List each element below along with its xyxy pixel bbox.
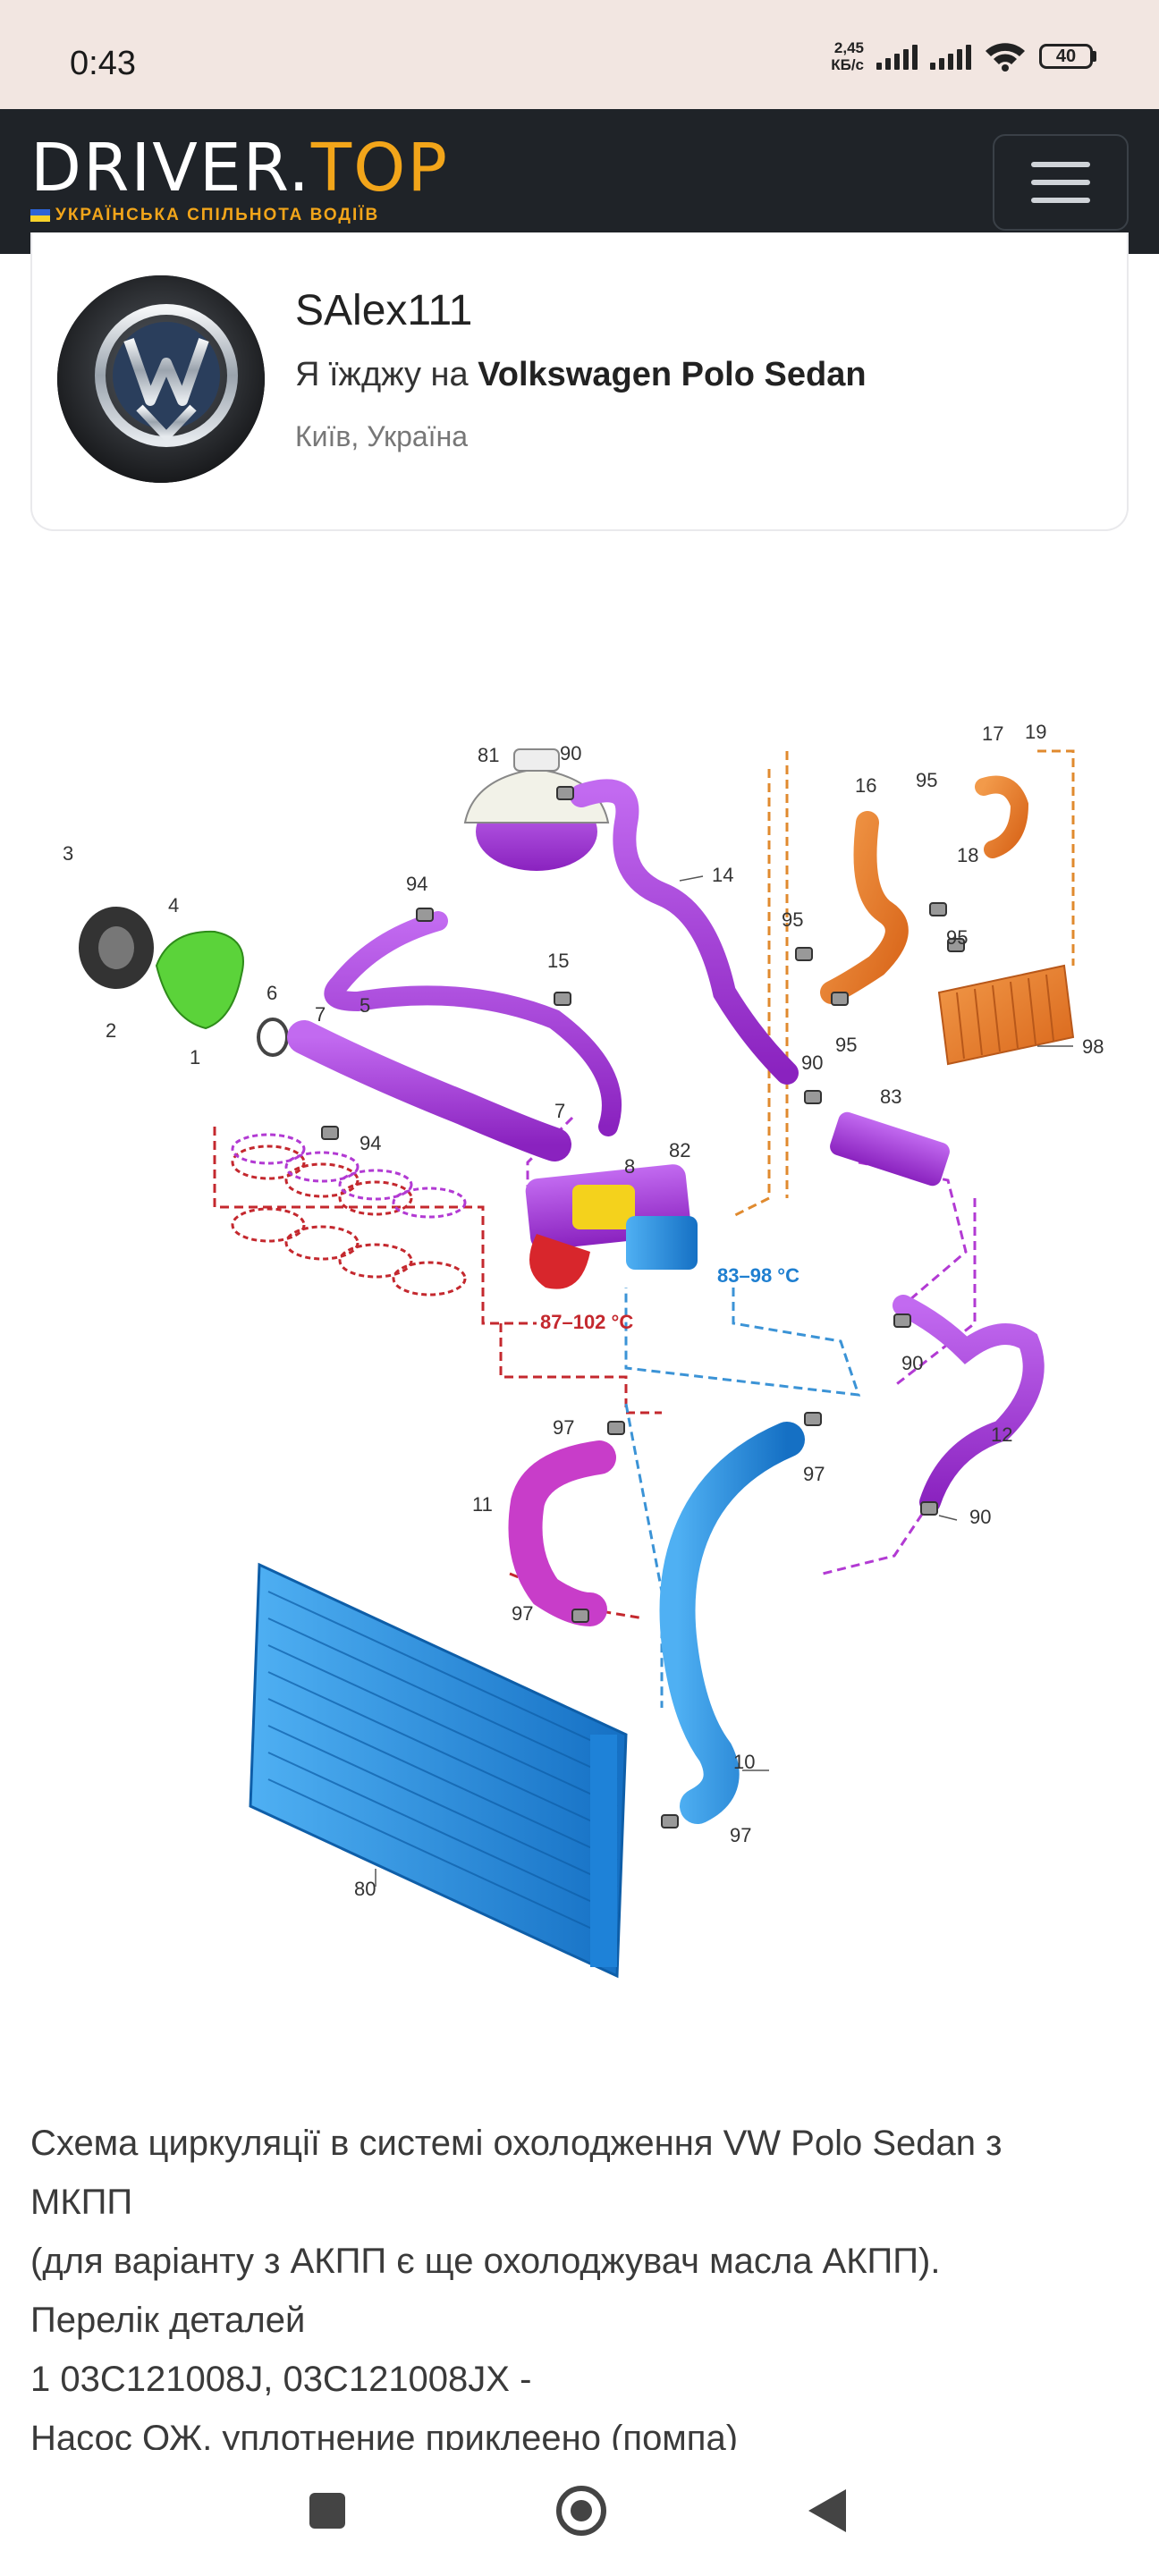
ukraine-flag-icon xyxy=(30,209,50,222)
svg-text:7: 7 xyxy=(315,1003,326,1026)
svg-text:19: 19 xyxy=(1025,721,1046,743)
svg-text:98: 98 xyxy=(1082,1035,1104,1058)
svg-text:15: 15 xyxy=(547,950,569,972)
svg-text:3: 3 xyxy=(63,842,73,865)
status-indicators: 2,45 КБ/с 40 xyxy=(831,39,1096,73)
hamburger-menu-button[interactable] xyxy=(993,134,1129,231)
svg-text:80: 80 xyxy=(354,1878,376,1900)
svg-text:82: 82 xyxy=(669,1139,690,1161)
svg-text:16: 16 xyxy=(855,774,876,797)
logo-wordmark: DRIVER.TOP xyxy=(30,130,449,207)
wifi-icon xyxy=(986,43,1025,72)
vw-logo-icon xyxy=(57,275,265,483)
svg-text:6: 6 xyxy=(266,982,277,1004)
svg-text:10: 10 xyxy=(733,1751,755,1773)
profile-car: Я їжджу на Volkswagen Polo Sedan xyxy=(295,356,867,393)
status-bar: 0:43 2,45 КБ/с 40 xyxy=(0,0,1159,109)
avatar[interactable] xyxy=(57,275,265,483)
svg-text:1: 1 xyxy=(190,1046,200,1068)
svg-text:94: 94 xyxy=(406,873,427,895)
svg-text:97: 97 xyxy=(730,1824,751,1846)
svg-text:17: 17 xyxy=(982,722,1003,745)
recent-apps-button[interactable] xyxy=(309,2493,345,2529)
hot-temperature-label: 87–102 °C xyxy=(540,1311,633,1333)
cooling-system-diagram: 1 2 3 4 5 6 7 7 8 10 11 12 14 15 16 17 1… xyxy=(63,721,1104,1979)
svg-text:90: 90 xyxy=(901,1352,923,1374)
svg-text:95: 95 xyxy=(835,1034,857,1056)
svg-text:12: 12 xyxy=(991,1423,1012,1446)
svg-text:95: 95 xyxy=(946,926,968,949)
svg-text:11: 11 xyxy=(472,1493,493,1516)
svg-text:81: 81 xyxy=(478,744,499,766)
article-body: Схема циркуляції в системі охолодження V… xyxy=(30,2114,1129,2468)
svg-text:18: 18 xyxy=(957,844,978,866)
car-model-link[interactable]: Volkswagen Polo Sedan xyxy=(478,356,867,393)
back-button[interactable] xyxy=(808,2489,846,2532)
article-caption-line: Схема циркуляції в системі охолодження V… xyxy=(30,2124,1002,2163)
svg-text:97: 97 xyxy=(803,1463,825,1485)
svg-text:8: 8 xyxy=(624,1155,635,1178)
svg-text:5: 5 xyxy=(360,994,370,1017)
cool-temperature-label: 83–98 °C xyxy=(717,1264,799,1287)
network-speed: 2,45 КБ/с xyxy=(831,39,864,73)
svg-text:7: 7 xyxy=(554,1100,565,1122)
svg-text:4: 4 xyxy=(168,894,179,916)
parts-list-heading: Перелік деталей xyxy=(30,2301,306,2340)
svg-text:94: 94 xyxy=(360,1132,381,1154)
logo-tagline: УКРАЇНСЬКА СПІЛЬНОТА ВОДІЇВ xyxy=(55,206,380,224)
svg-text:90: 90 xyxy=(560,742,581,764)
site-header: DRIVER.TOP УКРАЇНСЬКА СПІЛЬНОТА ВОДІЇВ xyxy=(0,109,1159,254)
svg-text:97: 97 xyxy=(512,1602,533,1625)
battery-level: 40 xyxy=(1039,44,1093,69)
home-button[interactable] xyxy=(556,2486,606,2536)
svg-text:90: 90 xyxy=(801,1052,823,1074)
svg-text:97: 97 xyxy=(553,1416,574,1439)
battery-icon: 40 xyxy=(1039,44,1096,69)
status-time: 0:43 xyxy=(70,45,136,82)
svg-text:14: 14 xyxy=(712,864,733,886)
system-navigation-bar xyxy=(0,2450,1159,2576)
profile-location: Київ, Україна xyxy=(295,420,469,452)
article-caption-line: МКПП xyxy=(30,2183,133,2222)
signal-icon xyxy=(930,43,971,70)
article-caption-line: (для варіанту з АКПП є ще охолоджувач ма… xyxy=(30,2242,941,2281)
svg-text:90: 90 xyxy=(969,1506,991,1528)
parts-list-item: 1 03C121008J, 03C121008JX - xyxy=(30,2360,532,2399)
svg-text:95: 95 xyxy=(916,769,937,791)
profile-username[interactable]: SAlex111 xyxy=(295,287,473,334)
svg-text:2: 2 xyxy=(106,1019,116,1042)
svg-text:95: 95 xyxy=(782,908,803,931)
signal-icon xyxy=(876,43,918,70)
site-logo[interactable]: DRIVER.TOP УКРАЇНСЬКА СПІЛЬНОТА ВОДІЇВ xyxy=(30,134,449,225)
network-speed-value: 2,45 xyxy=(833,39,864,56)
user-profile-card[interactable]: SAlex111 Я їжджу на Volkswagen Polo Seda… xyxy=(30,232,1129,531)
svg-text:83: 83 xyxy=(880,1085,901,1108)
network-speed-unit: КБ/с xyxy=(831,56,864,73)
